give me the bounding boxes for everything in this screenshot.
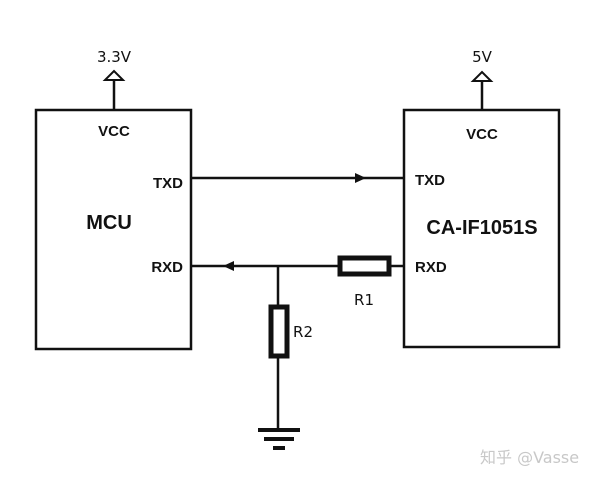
transceiver-supply: 5V (470, 48, 494, 110)
resistor-r2: R2 (268, 266, 313, 430)
transceiver-box (402, 108, 561, 349)
r1-body (337, 255, 392, 277)
mcu-block: VCC TXD MCU RXD (34, 108, 193, 351)
mcu-vcc-pin: VCC (98, 123, 130, 140)
transceiver-rxd-pin: RXD (415, 259, 447, 276)
ground-icon (258, 428, 300, 450)
txd-connection (191, 173, 404, 183)
transceiver-txd-pin: TXD (415, 172, 445, 189)
mcu-power-arrow-icon (102, 69, 126, 81)
rxd-connection (191, 261, 404, 271)
rxd-arrow-icon (223, 261, 234, 271)
txd-arrow-icon (355, 173, 366, 183)
mcu-rxd-pin: RXD (151, 259, 183, 276)
r2-label: R2 (293, 323, 313, 341)
mcu-title: MCU (86, 212, 132, 234)
transceiver-block: VCC TXD CA-IF1051S RXD (402, 108, 561, 349)
mcu-supply: 3.3V (97, 48, 132, 110)
mcu-box (34, 108, 193, 351)
transceiver-vcc-pin: VCC (466, 126, 498, 143)
transceiver-power-arrow-icon (470, 70, 494, 82)
transceiver-title: CA-IF1051S (426, 217, 537, 239)
mcu-txd-pin: TXD (153, 175, 183, 192)
mcu-supply-label: 3.3V (97, 48, 132, 66)
transceiver-supply-label: 5V (472, 48, 493, 66)
watermark: 知乎 @Vasse (480, 448, 579, 467)
r2-body (268, 304, 290, 359)
r1-label: R1 (354, 291, 374, 309)
resistor-r1: R1 (337, 255, 392, 309)
